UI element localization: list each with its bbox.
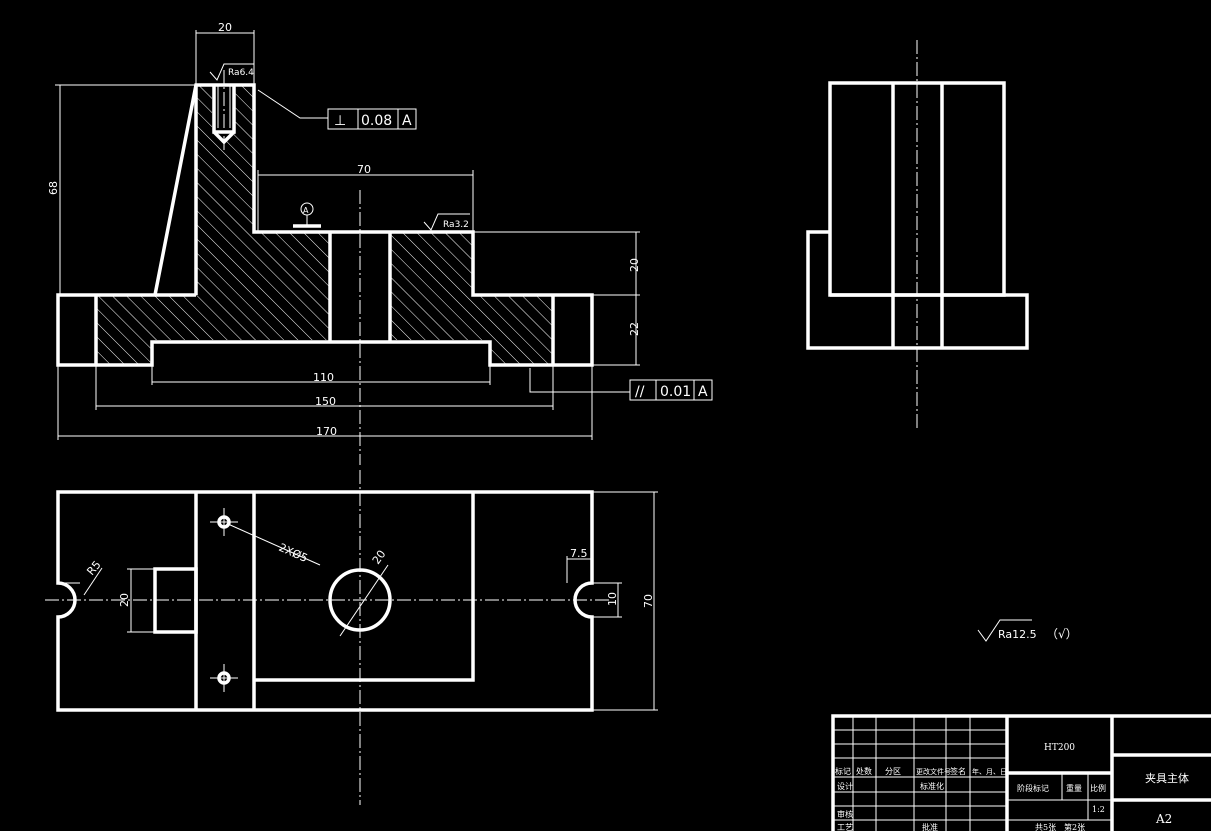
dim-70: 70 [357,163,371,176]
tb-weight: 重量 [1066,783,1082,793]
top-outline [56,490,594,712]
fcf-par-tol: 0.01 [660,384,691,400]
roughness-top: Ra6.4 [228,68,254,78]
tb-col-0: 标记 [835,766,851,776]
fcf-perp-datum: A [402,113,412,129]
dim-22-vert: 22 [628,322,641,336]
dim-7-5: 7.5 [570,547,588,560]
surface-note: Ra12.5 （√） [977,619,1078,642]
dim-20-vert: 20 [628,258,641,272]
dim-110: 110 [313,371,334,384]
side-view [806,40,1029,430]
fcf-perp-symbol: ⊥ [334,113,346,129]
fcf-perp-tol: 0.08 [361,113,392,129]
tb-design: 设计 [837,781,853,791]
dim-150: 150 [315,395,336,408]
tb-material: HT200 [1044,743,1075,753]
dim-170: 170 [316,425,337,438]
top-view: 2XØ5 20 R5 20 7.5 10 70 [45,470,658,805]
tb-process: 工艺 [837,823,853,831]
dim-gap-10: 10 [606,592,619,606]
tb-approve: 批准 [922,822,938,831]
surface-note-label: Ra12.5 [998,628,1037,641]
tb-col-5: 年、月、日 [972,767,1007,776]
datum-a: A [303,206,309,215]
tb-sheet-size: A2 [1155,812,1172,826]
surface-note-suffix: （√） [1046,627,1078,641]
tb-sheet-no: 第2张 [1064,822,1085,831]
tb-part-name: 夹具主体 [1145,771,1189,785]
fcf-par-symbol: // [635,384,645,400]
tb-col-4: 签名 [950,766,966,776]
tb-ratio: 比例 [1090,783,1106,793]
dim-height-68: 68 [47,181,60,195]
tb-sheets: 共5张 [1035,823,1056,831]
tb-scale: 1:2 [1092,805,1105,814]
tb-stage: 阶段标记 [1017,783,1049,793]
dim-holes: 2XØ5 [277,541,310,565]
roughness-step: Ra3.2 [443,220,469,230]
section-hatch-right [390,232,553,365]
dim-r5: R5 [84,558,103,578]
tb-col-3: 更改文件号 [916,767,951,776]
tb-std: 标准化 [920,781,944,791]
dim-bore-20: 20 [370,548,389,567]
fcf-par-datum: A [698,384,708,400]
front-view: 20 68 Ra6.4 ⊥ 0.08 A 70 A Ra3.2 20 [47,21,713,465]
dim-slot-20: 20 [118,593,131,607]
title-block: HT200 夹具主体 A2 1:2 标记 处数 分区 更改文件号 签名 年、月、… [831,714,1211,831]
tb-col-1: 处数 [856,766,872,776]
tb-review: 审核 [837,809,853,819]
dim-width-70: 70 [642,594,655,608]
dim-top-width: 20 [218,21,232,34]
tb-col-2: 分区 [885,767,901,776]
